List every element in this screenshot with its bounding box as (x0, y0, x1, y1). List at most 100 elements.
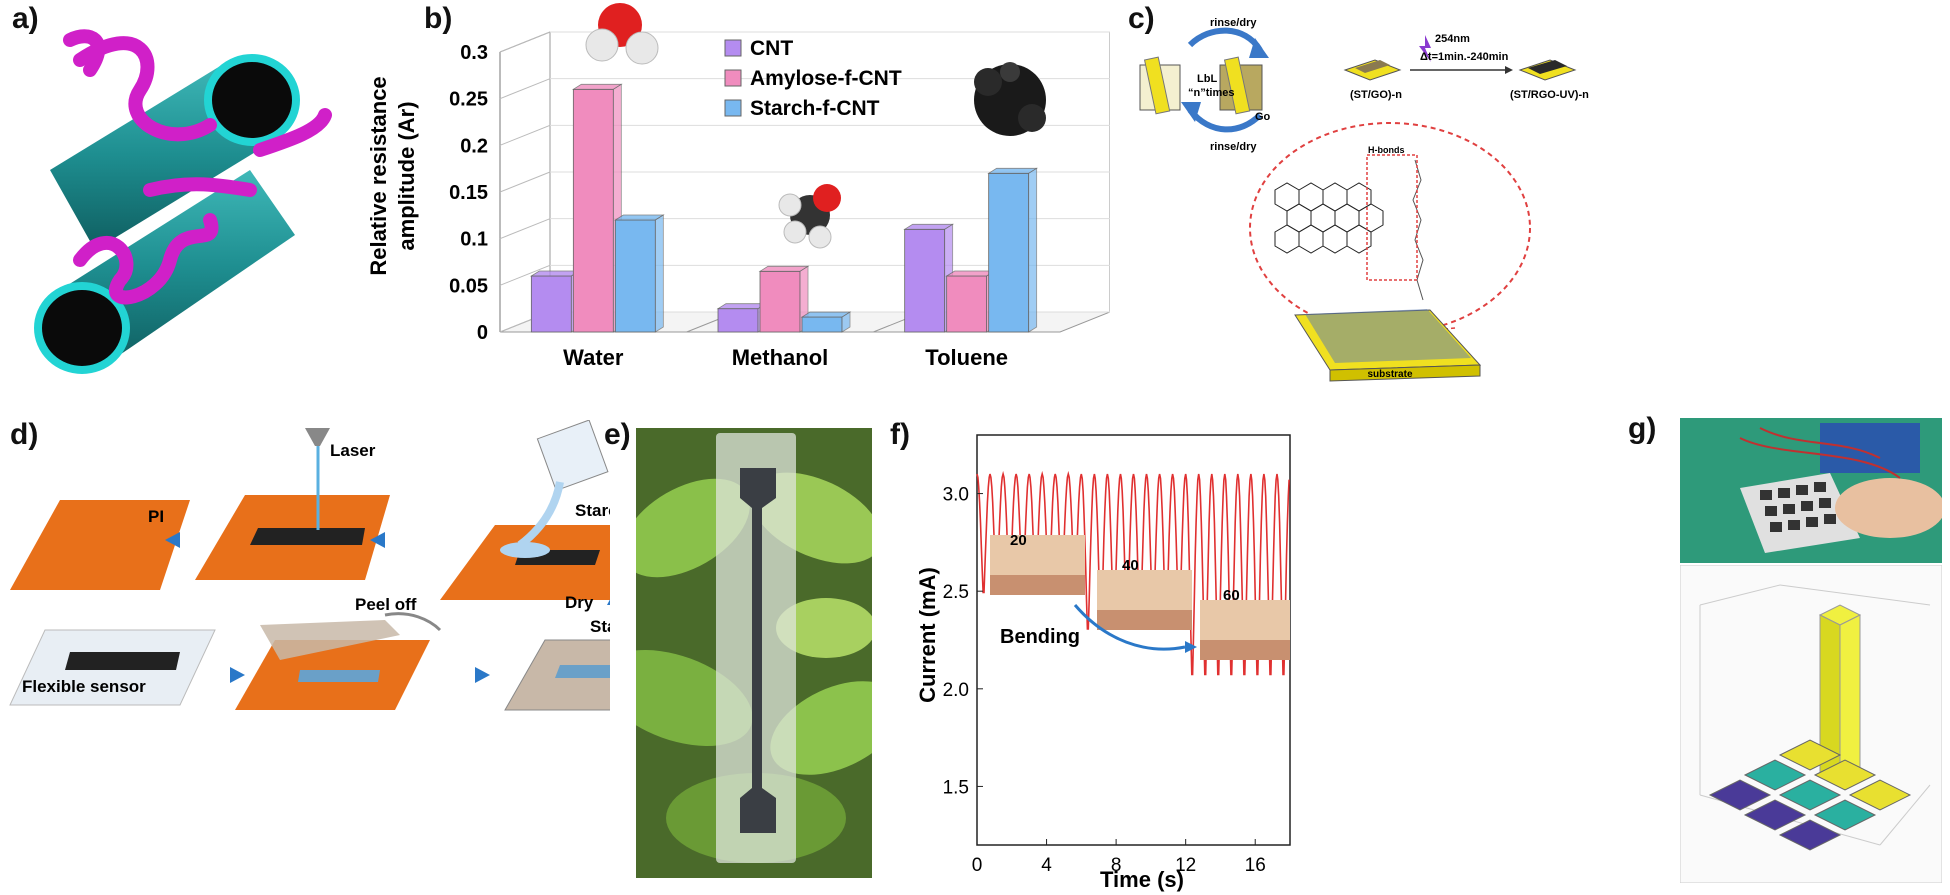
bars (529, 83, 1039, 333)
y-tick-label: 3.0 (943, 485, 969, 506)
uv-time-label: Δt=1min.-240min (1420, 51, 1509, 63)
hbond-box (1366, 154, 1418, 281)
panel-label-d: d) (10, 418, 39, 451)
peel-off-step (235, 612, 442, 710)
y-tick-labels: 00.050.10.150.20.250.3 (449, 42, 488, 344)
chart-legend: CNT Amylose-f-CNT Starch-f-CNT (724, 37, 902, 120)
y-axis-label-line2: amplitude (Ar) (394, 101, 419, 250)
sensor-pattern (740, 468, 776, 833)
y-tick-label: 0.2 (460, 135, 488, 157)
dry-label: Dry (565, 593, 594, 612)
gridline (499, 264, 551, 286)
bar-starch-f-cnt-water (613, 214, 665, 333)
panel-label-g: g) (1628, 412, 1657, 445)
x-tick-label: 16 (1245, 855, 1266, 876)
x-tick-label: 0 (972, 855, 983, 876)
cnt-tube-top (50, 29, 332, 250)
laser-label: Laser (330, 441, 376, 460)
angle-40-label: 40 (1122, 557, 1139, 574)
bending-label: Bending (1000, 626, 1080, 648)
legend-label: Starch-f-CNT (750, 97, 880, 120)
x-tick-label: 12 (1175, 855, 1196, 876)
sensor-photo (636, 428, 872, 878)
bar-cnt-methanol (716, 302, 768, 333)
wrist-inset-60 (1200, 600, 1290, 660)
y-axis-label-line1: Relative resistance (370, 76, 391, 275)
starch-film-label: Starch film (590, 617, 610, 636)
flexible-sensor-label: Flexible sensor (22, 677, 146, 696)
water-molecule-icon (585, 3, 659, 65)
cnt-tube-bottom (34, 170, 295, 374)
x-category-label: Water (563, 345, 624, 370)
pressure-map-3d (1680, 565, 1942, 883)
panel-label-b: b) (424, 2, 453, 35)
starch-solution-step (440, 420, 610, 600)
bar-starch-f-cnt-toluene (987, 167, 1039, 333)
gridline (499, 124, 551, 146)
toluene-molecule-icon (974, 62, 1046, 136)
substrate-label: substrate (1367, 369, 1412, 380)
bar-amylose-f-cnt-toluene (945, 270, 997, 333)
y-tick-label: 0 (477, 322, 488, 344)
wrist-inset-20 (990, 535, 1085, 595)
bar-cnt-toluene (903, 223, 955, 333)
uv-wavelength-label: 254nm (1435, 33, 1470, 45)
panel-label-c: c) (1128, 2, 1155, 35)
gridline (499, 78, 551, 100)
y-tick-label: 2.5 (943, 582, 969, 603)
panel-label-e: e) (604, 418, 631, 451)
pi-label: PI (148, 507, 164, 526)
x-category-label: Toluene (925, 345, 1008, 370)
legend-swatch (724, 39, 742, 57)
gridline (499, 31, 551, 53)
x-axis-label: Time (s) (1100, 867, 1184, 892)
flexible-sensor-result (9, 629, 216, 706)
panel-label-a: a) (12, 2, 39, 35)
x-tick-label: 4 (1041, 855, 1052, 876)
y-tick-label: 0.15 (449, 182, 488, 204)
y-tick-label: 0.25 (449, 89, 488, 111)
legend-swatch (724, 69, 742, 87)
starch-solution-label: Starch solution (575, 501, 610, 520)
methanol-molecule-icon (778, 184, 841, 249)
angle-20-label: 20 (1010, 532, 1027, 549)
lbl-schematic: rinse/dry LbL “n”times Go rinse/dry 254n… (1139, 17, 1589, 382)
angle-60-label: 60 (1223, 587, 1240, 604)
st-rgo-label: (ST/RGO-UV)-n (1510, 89, 1589, 101)
legend-label: Amylose-f-CNT (750, 67, 902, 90)
bending-arrow (1073, 604, 1186, 651)
gridline (499, 218, 551, 240)
y-tick-label: 0.3 (460, 42, 488, 64)
legend-label: CNT (750, 37, 793, 60)
cnt-illustration (34, 29, 332, 374)
lbl-label-line2: “n”times (1188, 87, 1234, 99)
st-go-label: (ST/GO)-n (1350, 89, 1402, 101)
lbl-label-line1: LbL (1197, 73, 1217, 85)
y-tick-label: 1.5 (943, 777, 969, 798)
x-tick-label: 8 (1111, 855, 1122, 876)
bar-amylose-f-cnt-water (571, 83, 623, 333)
fabrication-process: PI Laser Starch solution Dry Starch film… (9, 420, 610, 711)
bar-cnt-water (529, 270, 581, 333)
go-label: Go (1255, 111, 1271, 123)
hbonds-label: H-bonds (1368, 145, 1405, 155)
rinse-dry-bottom-label: rinse/dry (1210, 141, 1257, 153)
graphene-oxide-structure (1274, 159, 1424, 301)
rinse-dry-top-label: rinse/dry (1210, 17, 1257, 29)
y-tick-label: 0.1 (460, 229, 488, 251)
legend-swatch (724, 99, 742, 117)
starch-film-step (504, 639, 610, 711)
peel-off-label: Peel off (355, 595, 417, 614)
substrate-block (1294, 309, 1482, 382)
pi-substrate (10, 500, 190, 590)
bar-starch-f-cnt-methanol (800, 311, 852, 333)
y-axis-label: Current (mA) (915, 567, 940, 703)
pressure-array-photo (1680, 418, 1942, 563)
wrist-inset-40 (1097, 570, 1192, 630)
current-series-line (976, 470, 1290, 676)
bar-amylose-f-cnt-methanol (758, 265, 810, 333)
